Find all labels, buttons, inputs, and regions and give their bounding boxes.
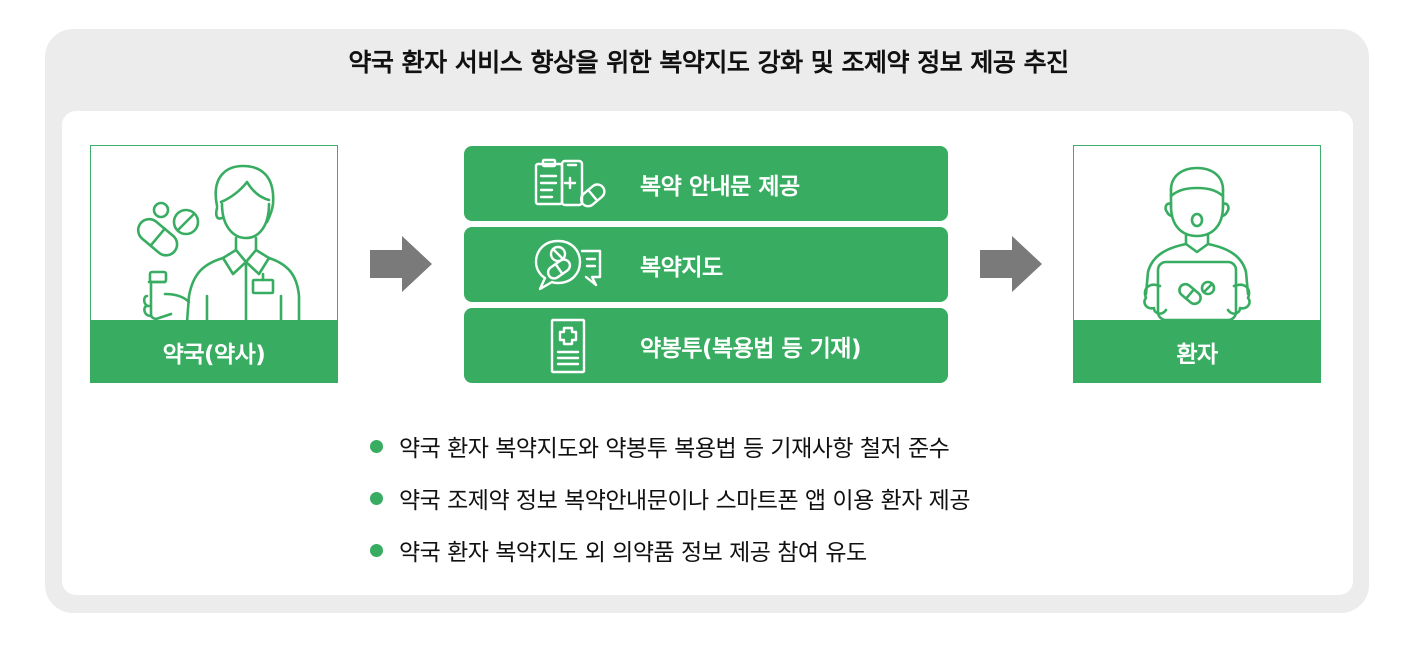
- list-item: 약국 환자 복약지도 외 의약품 정보 제공 참여 유도: [370, 524, 970, 576]
- service-label: 복약지도: [640, 254, 723, 281]
- bullet-dot-icon: [370, 543, 383, 557]
- bullet-text: 약국 환자 복약지도와 약봉투 복용법 등 기재사항 철저 준수: [399, 436, 950, 462]
- service-medication-guide: 복약 안내문 제공: [464, 146, 948, 221]
- patient-label: 환자: [1073, 320, 1321, 383]
- service-medication-counseling: 복약지도: [464, 227, 948, 302]
- list-item: 약국 조제약 정보 복약안내문이나 스마트폰 앱 이용 환자 제공: [370, 472, 971, 524]
- pharmacy-card: 약국(약사): [90, 145, 338, 383]
- pharmacist-with-pills-icon: [136, 164, 301, 322]
- bullet-dot-icon: [370, 439, 383, 453]
- bullet-text: 약국 조제약 정보 복약안내문이나 스마트폰 앱 이용 환자 제공: [399, 488, 971, 514]
- arrow-right-icon: [370, 236, 432, 292]
- speech-bubble-pill-icon: [534, 239, 602, 291]
- bullet-dot-icon: [370, 491, 383, 505]
- list-item: 약국 환자 복약지도와 약봉투 복용법 등 기재사항 철저 준수: [370, 420, 970, 472]
- bullet-text: 약국 환자 복약지도 외 의약품 정보 제공 참여 유도: [399, 540, 867, 566]
- bullet-list: 약국 환자 복약지도와 약봉투 복용법 등 기재사항 철저 준수 약국 조제약 …: [370, 420, 971, 576]
- patient-holding-tablet-icon: [1143, 166, 1251, 322]
- patient-card: 환자: [1073, 145, 1321, 383]
- service-label: 약봉투(복용법 등 기재): [640, 335, 861, 362]
- arrow-right-icon: [980, 236, 1042, 292]
- diagram-title: 약국 환자 서비스 향상을 위한 복약지도 강화 및 조제약 정보 제공 추진: [348, 48, 1069, 77]
- clipboard-phone-pill-icon: [534, 158, 606, 208]
- service-medicine-envelope: 약봉투(복용법 등 기재): [464, 308, 948, 383]
- medicine-envelope-icon: [550, 318, 586, 374]
- pharmacy-label: 약국(약사): [90, 320, 338, 383]
- service-label: 복약 안내문 제공: [640, 173, 800, 200]
